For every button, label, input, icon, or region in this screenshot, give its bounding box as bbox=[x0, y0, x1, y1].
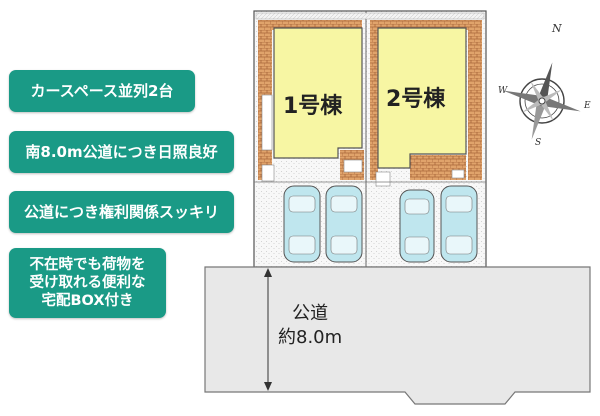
feature-tag-line: 公道につき権利関係スッキリ bbox=[23, 202, 219, 221]
feature-tag-line: 不在時でも荷物を bbox=[29, 256, 146, 273]
compass-south-label: S bbox=[535, 138, 542, 148]
compass-west-label: W bbox=[498, 86, 508, 96]
road-width-dimension bbox=[264, 268, 272, 391]
road-label-width: 約8.0m bbox=[278, 327, 343, 349]
feature-tag-public-road: 公道につき権利関係スッキリ bbox=[9, 191, 234, 233]
feature-tag-delivery-box: 不在時でも荷物を 受け取れる便利な 宅配BOX付き bbox=[9, 248, 166, 318]
road-label: 公道 約8.0m bbox=[278, 302, 342, 351]
car-1 bbox=[283, 185, 321, 263]
house-1-label: 1号棟 bbox=[283, 94, 343, 119]
compass-north-label: N bbox=[552, 22, 562, 35]
compass-east-label: E bbox=[584, 101, 591, 111]
house-2 bbox=[377, 27, 467, 169]
feature-tag-parking: カースペース並列2台 bbox=[9, 70, 195, 112]
feature-tag-sunlight: 南8.0m公道につき日照良好 bbox=[9, 131, 234, 173]
feature-tag-line: カースペース並列2台 bbox=[30, 81, 174, 100]
house-1 bbox=[273, 27, 363, 159]
car-3 bbox=[399, 189, 435, 263]
house-2-label: 2号棟 bbox=[386, 87, 446, 112]
feature-tag-line: 受け取れる便利な bbox=[29, 274, 146, 291]
feature-tag-line: 南8.0m公道につき日照良好 bbox=[25, 142, 218, 161]
road-label-name: 公道 bbox=[292, 303, 329, 324]
car-2 bbox=[325, 185, 363, 263]
public-road bbox=[204, 266, 591, 405]
site-details bbox=[254, 94, 486, 187]
car-4 bbox=[440, 185, 478, 263]
compass-icon bbox=[503, 62, 581, 140]
feature-tag-line: 宅配BOX付き bbox=[41, 293, 134, 310]
